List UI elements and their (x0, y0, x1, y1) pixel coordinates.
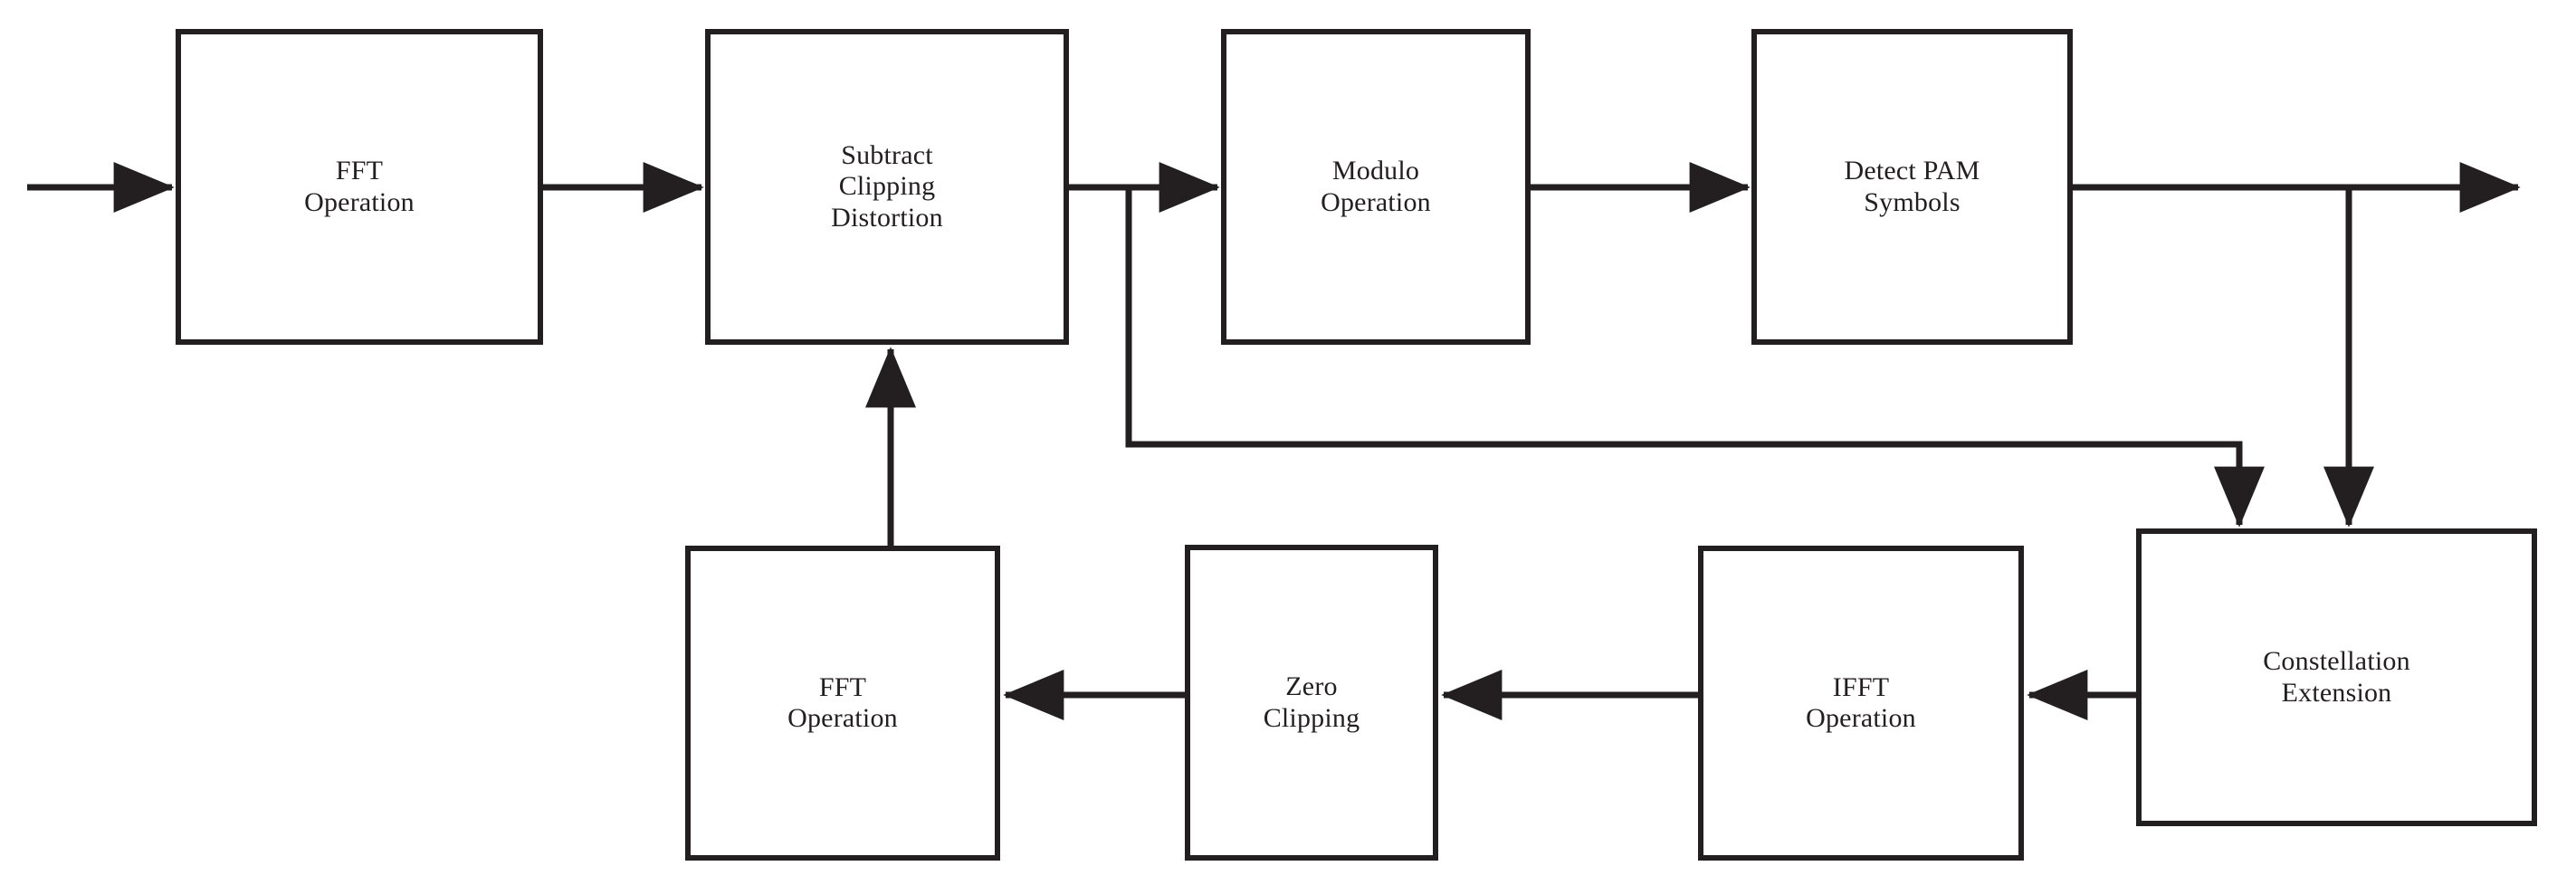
detect-pam-symbols-block[interactable] (1751, 29, 2073, 345)
fft-operation-bottom-block[interactable] (685, 546, 1000, 861)
constellation-extension-block[interactable] (2136, 528, 2537, 826)
fft-operation-top-block[interactable] (176, 29, 543, 345)
ifft-operation-block[interactable] (1698, 546, 2024, 861)
subtract-branch-to-constellation-arrow (1125, 187, 2265, 528)
modulo-operation-block[interactable] (1221, 29, 1531, 345)
subtract-clipping-distortion-block[interactable] (705, 29, 1069, 345)
zero-clipping-block[interactable] (1185, 545, 1438, 861)
